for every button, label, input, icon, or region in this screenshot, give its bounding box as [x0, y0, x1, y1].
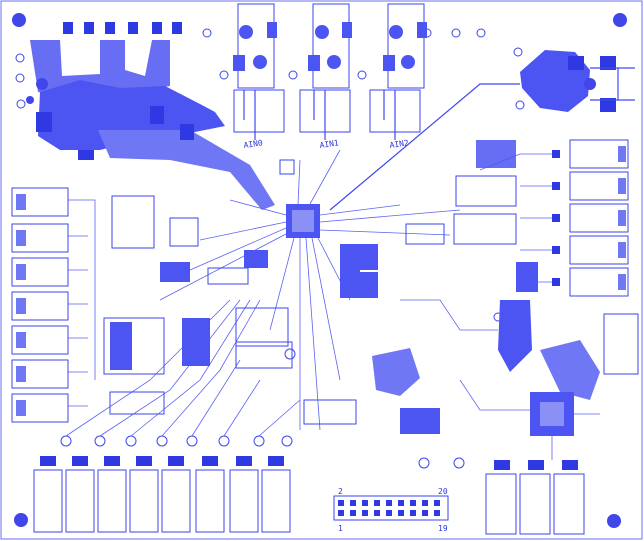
top-right-connector [329, 50, 635, 211]
header-pin-20-label: 20 [438, 487, 448, 496]
ain-connectors: AIN0 AIN1 AIN2 [233, 3, 427, 150]
mounting-hole-tl [12, 13, 26, 27]
ain1-connector [299, 3, 352, 140]
central-mcu [159, 149, 461, 431]
bottom-header: 2 20 1 19 [333, 487, 449, 533]
mounting-hole-tr [613, 13, 627, 27]
ain2-connector [369, 3, 427, 140]
mounting-hole-br [607, 514, 621, 528]
power-supply-section [26, 22, 275, 210]
left-relay-column [11, 187, 96, 423]
ain0-connector [233, 3, 285, 140]
header-pin-19-label: 19 [438, 524, 448, 533]
mounting-hole-bl [14, 513, 28, 527]
header-pin-2-label: 2 [338, 487, 343, 496]
bottom-relay-row [33, 299, 585, 535]
right-relay-column [479, 139, 639, 375]
right-ic-cluster [372, 140, 600, 460]
mounting-holes [12, 13, 627, 528]
header-pin-1-label: 1 [338, 524, 343, 533]
ain1-label: AIN1 [319, 138, 340, 150]
ain2-label: AIN2 [389, 138, 410, 150]
ain0-label: AIN0 [243, 138, 264, 150]
mid-components [103, 159, 517, 425]
test-points [15, 28, 525, 469]
